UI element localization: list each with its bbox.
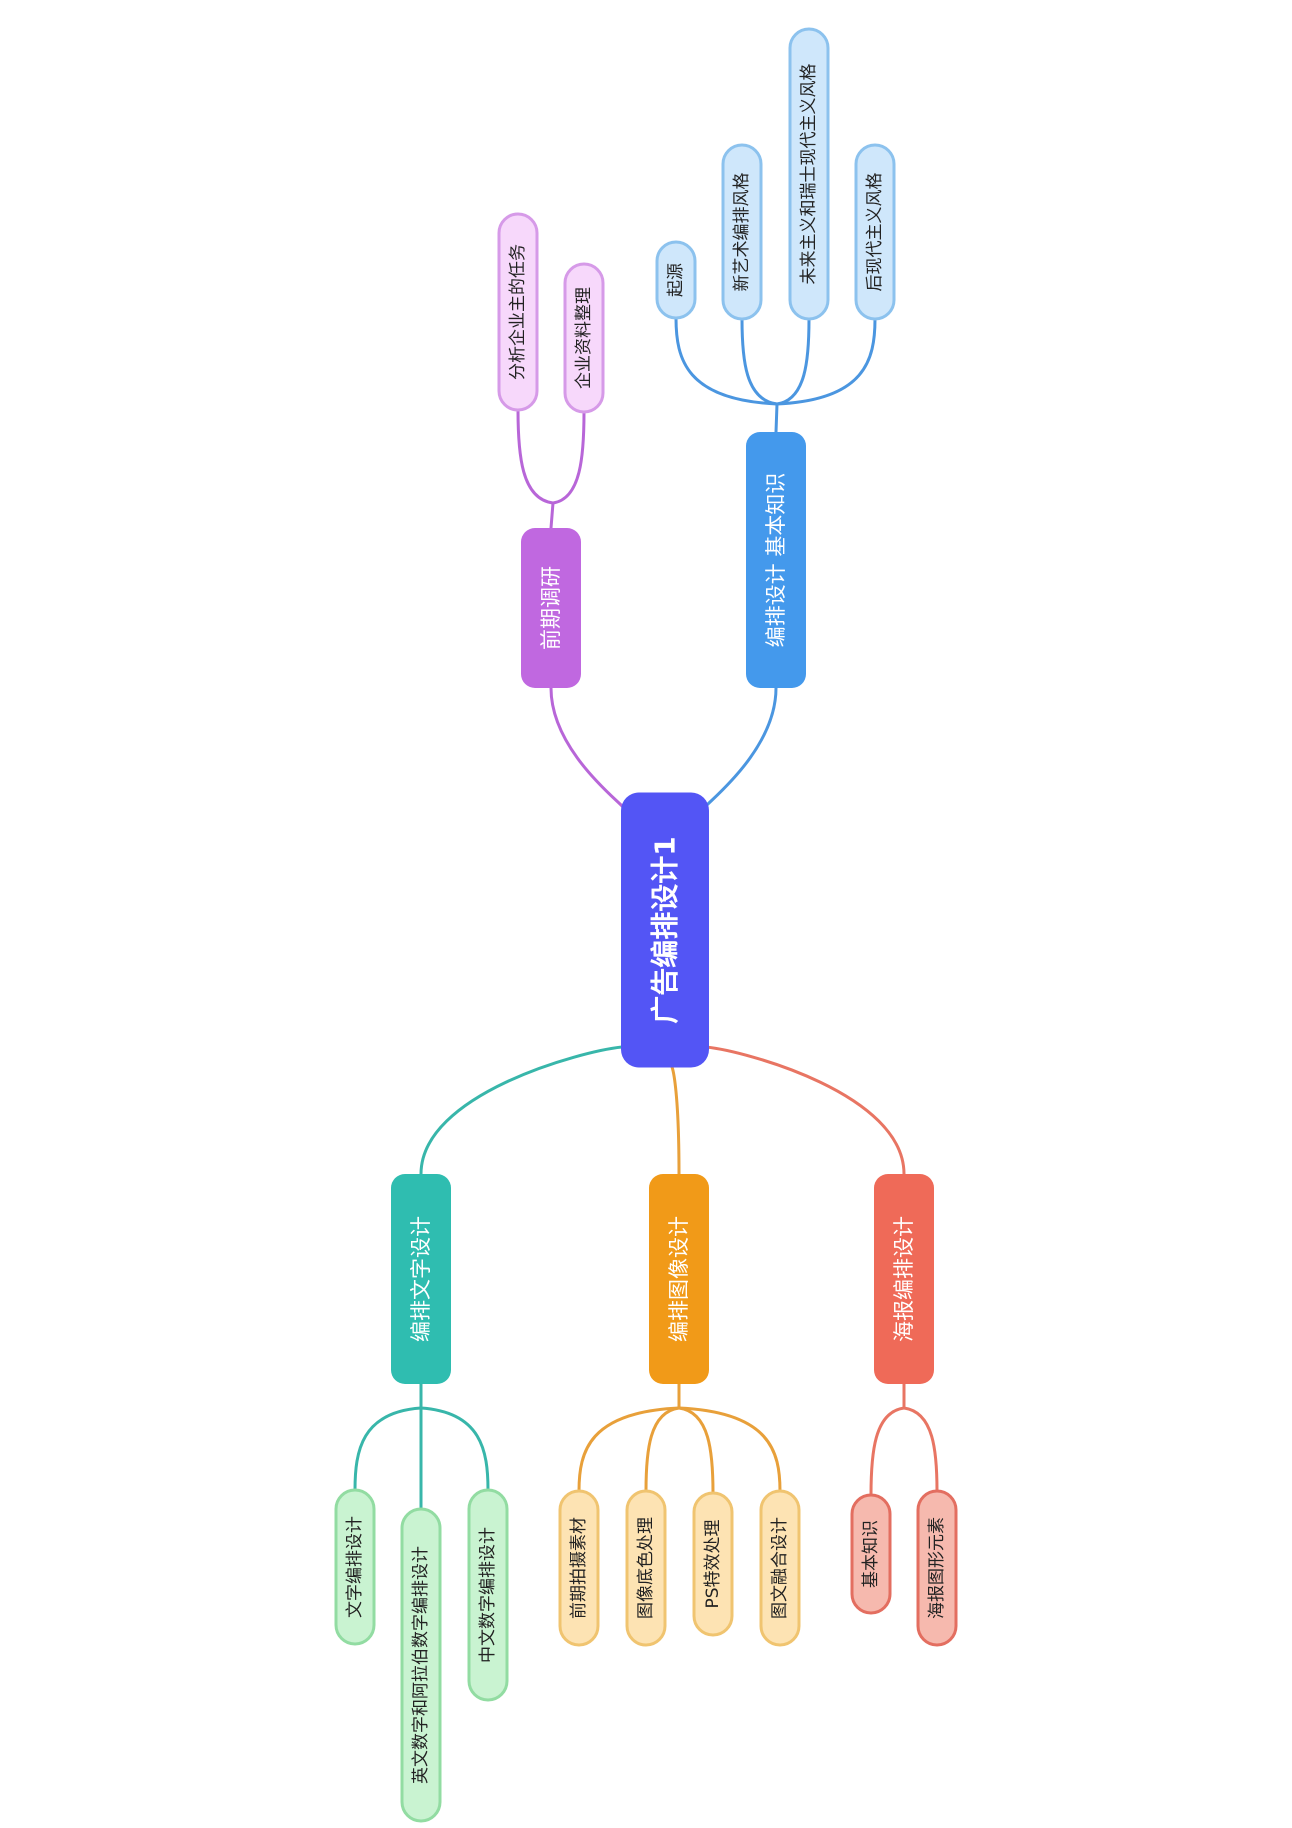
leaf-node-basics-3-box	[854, 143, 896, 321]
branch-node-poster-box	[874, 1174, 934, 1384]
leaf-node-text-0-label: 文字编排设计	[345, 1516, 365, 1618]
connector-basics-leaf-1	[740, 317, 779, 406]
leaf-node-basics-1-box	[721, 143, 763, 321]
leaf-node-text-1[interactable]: 英文数字和阿拉伯数字编排设计	[400, 1507, 442, 1823]
connector-root-research	[549, 686, 624, 808]
leaf-node-research-1-label: 企业资料整理	[574, 287, 594, 389]
leaf-node-text-1-box	[400, 1507, 442, 1823]
connector-root-poster	[704, 1045, 906, 1176]
leaf-node-text-2-box	[467, 1488, 509, 1702]
connector-stem-basics	[774, 402, 779, 434]
leaf-node-poster-0-label: 基本知识	[861, 1520, 881, 1588]
leaf-node-image-0-box	[558, 1489, 600, 1647]
leaf-node-text-2[interactable]: 中文数字编排设计	[467, 1488, 509, 1702]
branch-node-basics-box	[746, 432, 806, 688]
connector-text-leaf-2	[419, 1406, 490, 1492]
branch-node-basics-label: 编排设计 基本知识	[764, 473, 788, 648]
connector-image-leaf-2	[677, 1406, 715, 1495]
connector-root-text	[419, 1045, 624, 1176]
root-node-box	[621, 792, 709, 1068]
connector-basics-leaf-2	[775, 317, 811, 406]
leaf-node-basics-0-label: 起源	[666, 263, 686, 297]
leaf-node-research-0-label: 分析企业主的任务	[508, 244, 528, 380]
leaf-node-basics-0[interactable]: 起源	[655, 240, 697, 320]
leaf-node-poster-0-box	[850, 1493, 892, 1615]
branch-node-image-box	[649, 1174, 709, 1384]
leaf-node-text-1-label: 英文数字和阿拉伯数字编排设计	[411, 1546, 431, 1784]
connector-image-leaf-1	[644, 1406, 681, 1493]
connector-research-leaf-0	[516, 408, 555, 505]
branch-node-poster-label: 海报编排设计	[892, 1216, 916, 1342]
leaf-node-image-1-box	[625, 1489, 667, 1647]
connector-poster-leaf-0	[869, 1406, 906, 1497]
connector-poster-leaf-1	[902, 1406, 939, 1493]
leaf-node-poster-1[interactable]: 海报图形元素	[916, 1489, 958, 1647]
leaf-node-research-1-box	[563, 262, 605, 414]
leaf-node-basics-1[interactable]: 新艺术编排风格	[721, 143, 763, 321]
connector-basics-leaf-3	[775, 317, 877, 406]
leaf-node-basics-2-box	[788, 27, 830, 321]
leaf-node-poster-1-box	[916, 1489, 958, 1647]
root-node[interactable]: 广告编排设计1	[621, 792, 709, 1068]
leaf-node-image-1-label: 图像底色处理	[636, 1517, 656, 1619]
leaf-node-basics-1-label: 新艺术编排风格	[732, 173, 752, 292]
branch-node-image[interactable]: 编排图像设计	[649, 1174, 709, 1384]
leaf-node-image-0[interactable]: 前期拍摄素材	[558, 1489, 600, 1647]
leaf-node-image-2-box	[692, 1491, 734, 1637]
branch-node-poster[interactable]: 海报编排设计	[874, 1174, 934, 1384]
connector-image-leaf-3	[677, 1406, 782, 1493]
branch-node-research-box	[521, 528, 581, 688]
leaf-node-text-2-label: 中文数字编排设计	[478, 1527, 498, 1663]
leaf-node-image-2[interactable]: PS特效处理	[692, 1491, 734, 1637]
connector-lines	[353, 316, 939, 1511]
connector-text-leaf-0	[353, 1406, 423, 1492]
connector-research-leaf-1	[551, 410, 586, 505]
leaf-node-image-2-label: PS特效处理	[703, 1519, 723, 1608]
leaf-node-image-1[interactable]: 图像底色处理	[625, 1489, 667, 1647]
leaf-node-basics-3-label: 后现代主义风格	[865, 173, 885, 292]
leaf-node-basics-2[interactable]: 未来主义和瑞士现代主义风格	[788, 27, 830, 321]
leaf-node-poster-1-label: 海报图形元素	[927, 1517, 947, 1619]
leaf-node-text-0[interactable]: 文字编排设计	[334, 1488, 376, 1646]
leaf-node-image-0-label: 前期拍摄素材	[569, 1517, 589, 1619]
connector-root-basics	[704, 686, 778, 808]
leaf-node-basics-0-box	[655, 240, 697, 320]
branch-node-image-label: 编排图像设计	[667, 1216, 691, 1342]
leaf-node-text-0-box	[334, 1488, 376, 1646]
leaf-node-image-3[interactable]: 图文融合设计	[759, 1489, 801, 1647]
leaf-node-basics-3[interactable]: 后现代主义风格	[854, 143, 896, 321]
leaf-node-research-1[interactable]: 企业资料整理	[563, 262, 605, 414]
connector-image-leaf-0	[577, 1406, 681, 1493]
connector-root-image	[670, 1065, 681, 1176]
leaf-node-research-0-box	[497, 212, 539, 412]
branch-node-research[interactable]: 前期调研	[521, 528, 581, 688]
connector-basics-leaf-0	[674, 316, 779, 406]
leaf-node-poster-0[interactable]: 基本知识	[850, 1493, 892, 1615]
leaf-node-basics-2-label: 未来主义和瑞士现代主义风格	[799, 64, 819, 285]
leaf-node-research-0[interactable]: 分析企业主的任务	[497, 212, 539, 412]
leaf-node-image-3-label: 图文融合设计	[770, 1517, 790, 1619]
connector-stem-research	[549, 501, 555, 530]
branch-node-text-box	[391, 1174, 451, 1384]
branch-node-text[interactable]: 编排文字设计	[391, 1174, 451, 1384]
leaf-node-image-3-box	[759, 1489, 801, 1647]
branch-node-text-label: 编排文字设计	[409, 1216, 433, 1342]
branch-node-research-label: 前期调研	[539, 566, 563, 650]
branch-node-basics[interactable]: 编排设计 基本知识	[746, 432, 806, 688]
root-node-label: 广告编排设计1	[649, 836, 682, 1023]
